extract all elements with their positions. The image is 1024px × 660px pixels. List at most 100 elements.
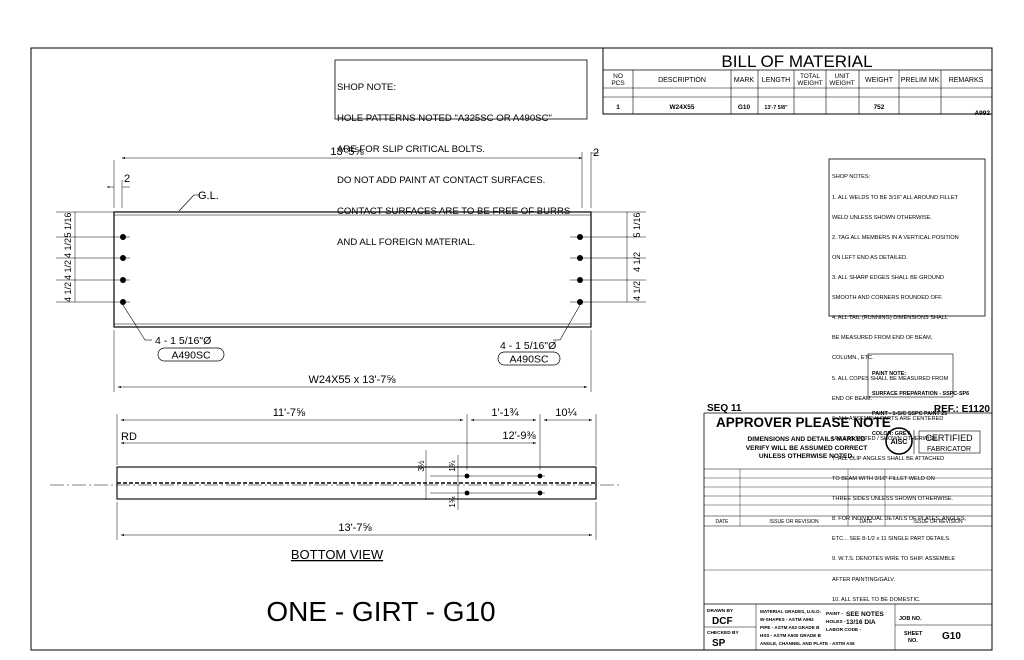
approver-line: DIMENSIONS AND DETAILS MARKED	[747, 436, 866, 443]
checked-by-label: CHECKED BY	[707, 630, 740, 636]
shop-notes-box	[828, 158, 986, 317]
ref-label: REF.: E1120	[934, 404, 991, 415]
sheet-label-2: NO.	[908, 638, 918, 644]
bill-header-pcs: NO	[613, 73, 623, 80]
shop-note: SHOP NOTE: HOLE PATTERNS NOTED "A325SC O…	[337, 62, 570, 259]
shop-notes-line: SHOP NOTES:	[832, 174, 871, 181]
shop-notes-line: 6. ALL ASSEMBLY PARTS ARE CENTERED	[832, 415, 944, 422]
left-dim-2: 4 1/2	[63, 238, 73, 258]
bottom-hole-2	[464, 490, 470, 496]
shop-notes-line: TO BEAM WITH 3/16" FILLET WELD ON	[832, 476, 935, 483]
paint-label: PAINT -	[826, 611, 843, 617]
bill-header-length: LENGTH	[762, 77, 790, 84]
beam-bottom-flange	[116, 466, 597, 500]
paint-value: SEE NOTES	[846, 611, 884, 618]
drawing-title: ONE - GIRT - G10	[266, 596, 495, 627]
bottom-hole-4	[537, 490, 543, 496]
seq-label: SEQ 11	[707, 403, 742, 414]
beam-elevation	[113, 211, 592, 328]
issue-label-2: ISSUE OR REVISION	[913, 519, 963, 525]
material-grade-2: PIPE - ASTM A53 GRADE B	[760, 625, 820, 630]
shop-note-line: HOLE PATTERNS NOTED "A325SC OR A490SC"	[337, 112, 552, 124]
right-setback-dim: 2	[593, 147, 599, 159]
certified-label: CERTIFIED	[925, 433, 973, 443]
bottom-dim-b: 1'-1¾	[491, 407, 519, 419]
paint-note-line: PAINT - 1-S/C SSPC PAINT 25	[872, 411, 948, 417]
elevation-overall-dim: 13'-5⅝	[330, 146, 364, 158]
approver-note: APPROVER PLEASE NOTE DIMENSIONS AND DETA…	[704, 415, 992, 468]
left-dim-4: 4 1/2	[63, 282, 73, 302]
shop-notes-list: SHOP NOTES: 1. ALL WELDS TO BE 3/16" ALL…	[832, 161, 966, 610]
bottom-dim-d: 12'-9⅜	[502, 430, 536, 442]
shop-notes-line: UNLESS NOTED / SHOWN OTHERWISE.	[832, 435, 939, 442]
right-bolt-type: A490SC	[509, 354, 549, 366]
shop-note-line: ARE FOR SLIP CRITICAL BOLTS.	[337, 143, 486, 155]
shop-notes-line: 3. ALL SHARP EDGES SHALL BE GROUND	[832, 274, 945, 281]
paint-note-line: PAINT NOTE:	[872, 370, 907, 377]
bill-title: BILL OF MATERIAL	[721, 52, 872, 71]
bill-of-material: BILL OF MATERIAL NO PCS DESCRIPTION MARK…	[602, 47, 993, 117]
bottom-view-label: BOTTOM VIEW	[291, 547, 384, 562]
gauge-c: 1¾	[448, 496, 457, 507]
bill-header-remarks: REMARKS	[949, 77, 984, 84]
bill-header-unit-weight-2: WEIGHT	[829, 80, 854, 87]
drawn-by-label: DRAWN BY	[707, 608, 734, 614]
shop-notes-line: END OF BEAM.	[832, 395, 873, 402]
shop-notes-line: ON LEFT END AS DETAILED.	[832, 254, 908, 261]
shop-notes-line: 1. ALL WELDS TO BE 3/16" ALL AROUND FILL…	[832, 194, 959, 201]
shop-notes-line: 2. TAG ALL MEMBERS IN A VERTICAL POSITIO…	[832, 234, 959, 241]
sheet-no-value: G10	[942, 631, 961, 642]
bill-header-pcs-2: PCS	[611, 80, 625, 87]
bill-header-prelim: PRELIM MK	[901, 77, 940, 84]
shop-note-line: DO NOT ADD PAINT AT CONTACT SURFACES.	[337, 174, 546, 186]
bottom-dim-a: 11'-7⅝	[273, 407, 306, 419]
shop-note-line: AND ALL FOREIGN MATERIAL.	[337, 237, 476, 249]
bottom-overall-dim: 13'-7⅝	[338, 522, 372, 534]
shop-notes-line: 8. FOR INDIVIDUAL DETAILS OF PLATES, ANG…	[832, 516, 967, 523]
gauge-a: 3½	[417, 460, 426, 471]
right-hole-callout: 4 - 1 5/16"Ø	[500, 340, 556, 352]
bottom-dim-c: 10¼	[555, 407, 577, 419]
issue-label-1: ISSUE OR REVISION	[769, 519, 819, 525]
sheet-border	[30, 47, 993, 651]
left-bolt-type-oval	[157, 347, 225, 362]
material-grade-1: W-SHAPES - ASTM A992	[760, 617, 814, 622]
title-block: SEQ 11 REF.: E1120 AISC CERTIFIED FABRIC…	[703, 403, 992, 650]
shop-notes-line: AFTER PAINTING/GALV.	[832, 576, 895, 583]
paint-note-line: COLOR: GREY	[872, 431, 911, 438]
bill-cell-description: W24X55	[670, 104, 695, 111]
bill-header-unit-weight: UNIT	[835, 73, 850, 80]
shop-notes-line: 9. W.T.S. DENOTES WIRE TO SHIP. ASSEMBLE	[832, 556, 956, 563]
bill-cell-pcs: 1	[616, 104, 620, 111]
sheet-label: SHEET	[904, 631, 923, 637]
bill-header-total-weight: TOTAL	[800, 73, 820, 80]
shop-notes-line: SMOOTH AND CORNERS ROUNDED OFF.	[832, 295, 943, 302]
bottom-hole-3	[537, 473, 543, 479]
approver-lines: DIMENSIONS AND DETAILS MARKED VERIFY WIL…	[724, 436, 889, 462]
paint-note: PAINT NOTE: SURFACE PREPARATION - SSPC-S…	[872, 357, 969, 445]
shop-notes-line: 4. ALL TAIL (RUNNING) DIMENSIONS SHALL	[832, 315, 948, 322]
material-grade-0: MATERIAL GRADES, U.N.O.	[760, 609, 821, 614]
checked-by-value: SP	[712, 638, 726, 649]
right-dim-2: 4 1/2	[632, 252, 642, 272]
material-grade-3: HSS - ASTM A500 GRADE B	[760, 633, 822, 638]
right-dim-1: 5 1/16	[632, 212, 642, 237]
job-no-label: JOB NO.	[899, 616, 922, 622]
bill-cell-length: 13'-7 5/8"	[764, 105, 788, 111]
holes-value: 13/16 DIA	[846, 619, 876, 626]
rd-label: RD	[121, 431, 137, 443]
left-setback-dim: 2	[124, 173, 130, 185]
shop-notes-line: 7. ALL CLIP ANGLES SHALL BE ATTACHED	[832, 455, 945, 462]
fabricator-label: FABRICATOR	[927, 446, 971, 453]
approver-title: APPROVER PLEASE NOTE	[716, 415, 891, 430]
bottom-hole-1	[464, 473, 470, 479]
bill-header-mark: MARK	[734, 77, 755, 84]
date-label-2: DATE	[860, 519, 874, 525]
shop-notes-line: 10. ALL STEEL TO BE DOMESTIC.	[832, 596, 921, 603]
left-dim-3: 4 1/2	[63, 260, 73, 280]
shop-notes-line: THREE SIDES UNLESS SHOWN OTHERWISE.	[832, 496, 954, 503]
shop-notes-line: BE MEASURED FROM END OF BEAM,	[832, 335, 933, 342]
elevation-view: 13'-5⅝ 2 2 G.L. 5 1	[56, 146, 646, 392]
holes-label: HOLES -	[826, 619, 846, 625]
